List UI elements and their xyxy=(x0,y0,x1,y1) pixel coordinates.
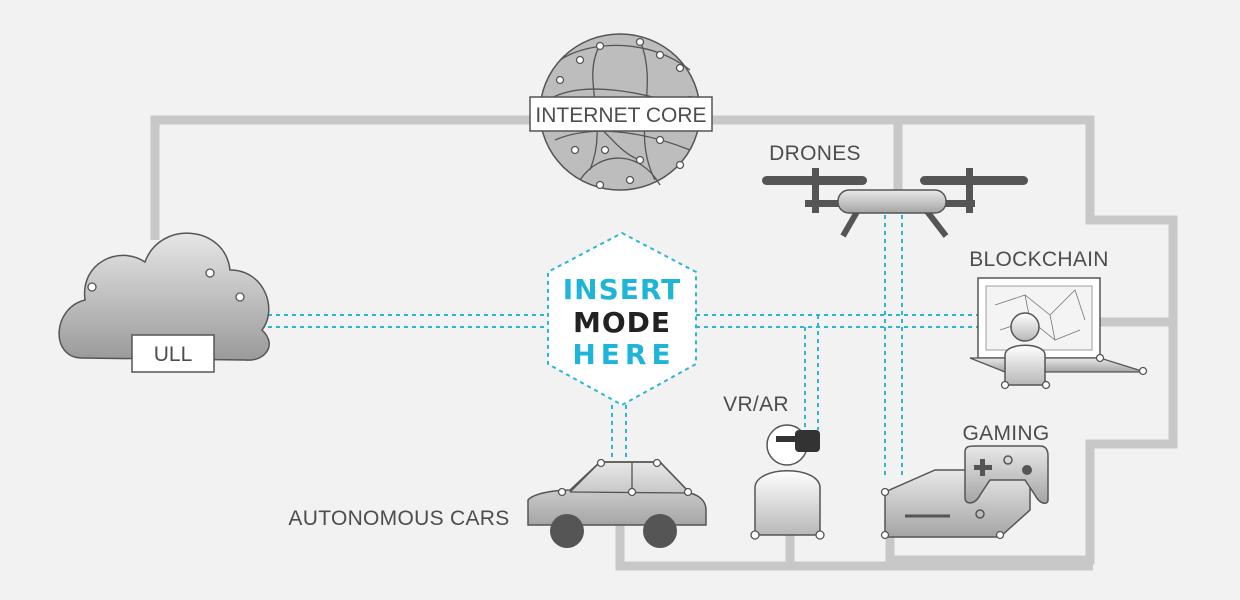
ull-label: ULL xyxy=(154,343,193,366)
ull-box xyxy=(131,334,215,373)
vr-headset-person-icon xyxy=(750,424,825,540)
gamepad-icon xyxy=(964,445,1049,505)
gaming-label: GAMING xyxy=(963,422,1050,445)
game-console-icon xyxy=(880,469,1031,540)
hex-line-3: HERE xyxy=(572,338,675,371)
drones-label: DRONES xyxy=(769,142,861,165)
car-icon xyxy=(527,458,707,548)
internet-core-box xyxy=(529,96,713,132)
insert-mode-hexagon xyxy=(547,231,697,407)
hex-line-1: INSERT xyxy=(563,273,682,306)
hex-line-2: MODE xyxy=(573,306,671,339)
laptop-icon xyxy=(969,277,1148,376)
internet-core-label: INTERNET CORE xyxy=(535,104,706,127)
vr-ar-label: VR/AR xyxy=(723,393,789,416)
bottom-pipe xyxy=(615,520,1093,571)
user-icon xyxy=(1000,312,1051,390)
cloud-icon xyxy=(58,232,270,361)
blockchain-label: BLOCKCHAIN xyxy=(969,248,1109,271)
autonomous-cars-label: AUTONOMOUS CARS xyxy=(288,507,509,530)
dashed-links xyxy=(268,215,980,475)
drone-icon xyxy=(762,168,1028,238)
